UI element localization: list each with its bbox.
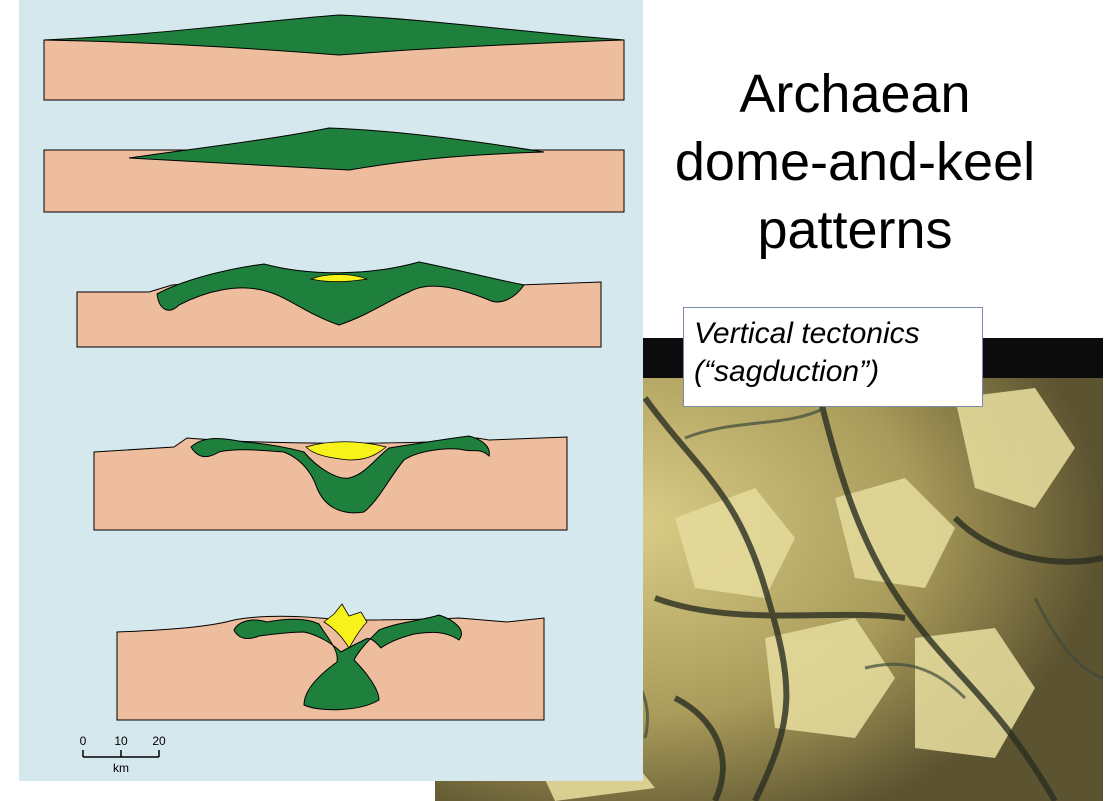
scale-tick-10: 10 xyxy=(114,734,128,748)
title-line-1: Archaean xyxy=(640,60,1070,128)
slide-title: Archaean dome-and-keel patterns xyxy=(640,60,1070,264)
photo-caption: Vertical tectonics (“sagduction”) xyxy=(683,307,983,407)
stage-2-section xyxy=(44,128,624,212)
scale-bar: 0 10 20 km xyxy=(80,734,166,775)
caption-line-1: Vertical tectonics xyxy=(694,315,982,353)
cross-section-diagram: 0 10 20 km xyxy=(19,0,643,781)
title-line-3: patterns xyxy=(640,196,1070,264)
scale-tick-20: 20 xyxy=(152,734,166,748)
title-line-2: dome-and-keel xyxy=(640,128,1070,196)
stage-1-section xyxy=(44,15,624,100)
stage-3-section xyxy=(77,262,601,347)
scale-unit: km xyxy=(113,761,129,775)
stage-5-section xyxy=(117,604,544,720)
scale-tick-0: 0 xyxy=(80,734,87,748)
cross-section-panel: 0 10 20 km xyxy=(19,0,643,781)
stage-4-section xyxy=(94,436,567,530)
caption-line-2: (“sagduction”) xyxy=(694,353,982,391)
